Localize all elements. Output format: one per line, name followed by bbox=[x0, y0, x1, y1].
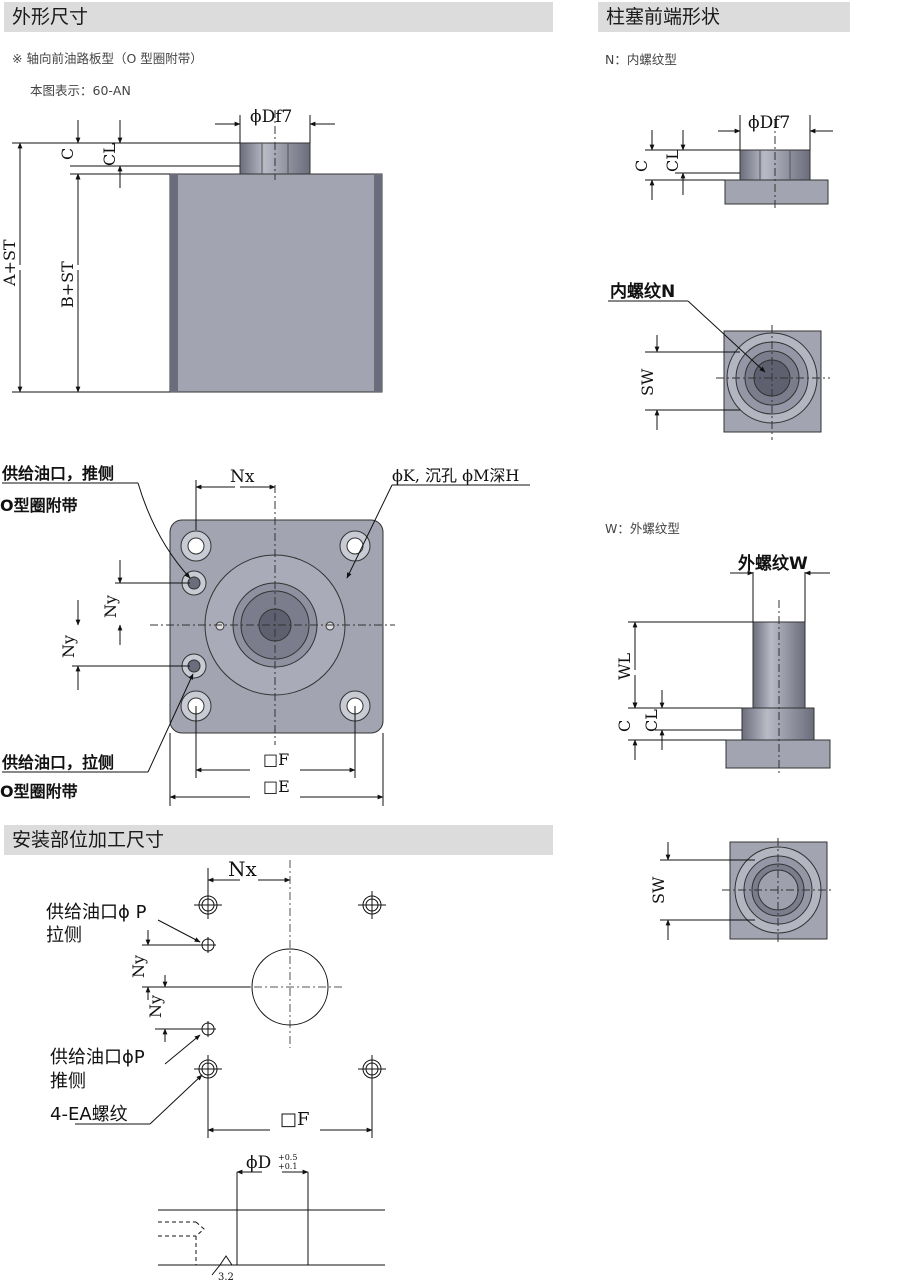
ea-thread-label: 4-EA螺纹 bbox=[50, 1104, 128, 1125]
n-type-note: N：内螺纹型 bbox=[605, 52, 677, 67]
ny-label-front-upper: Ny bbox=[101, 595, 120, 618]
wl-label: WL bbox=[615, 653, 634, 680]
n-type-side-view: ϕDf7 C CL bbox=[632, 113, 833, 210]
supply-push-label-2: O型圈附带 bbox=[0, 496, 78, 515]
mounting-view: Nx Ny Ny □F 供给油口ϕ P 拉侧 供给油口ϕP 推侧 4-EA螺纹 bbox=[46, 857, 386, 1138]
roughness-label: 3.2 bbox=[218, 1272, 234, 1283]
b-st-label: B+ST bbox=[58, 261, 77, 308]
cl-label: CL bbox=[100, 143, 119, 166]
tol-plus-label: +0.5 bbox=[278, 1153, 297, 1162]
port-p-push-label-2: 推侧 bbox=[50, 1071, 86, 1092]
w-type-side-view: 外螺纹W WL C CL bbox=[615, 553, 831, 775]
w-type-note: W：外螺纹型 bbox=[605, 521, 680, 536]
tol-minus-label: +0.1 bbox=[278, 1162, 297, 1171]
supply-push-label-1: 供给油口，推侧 bbox=[1, 464, 114, 483]
c-label-n: C bbox=[632, 160, 651, 172]
ny-label-front-lower: Ny bbox=[59, 635, 78, 658]
section-title-plunger-end: 柱塞前端形状 bbox=[598, 2, 850, 32]
ny-label-mount-lower: Ny bbox=[146, 995, 165, 1018]
n-type-front-view: SW 内螺纹N bbox=[608, 281, 830, 440]
port-p-push-label-1: 供给油口ϕP bbox=[50, 1047, 145, 1068]
cl-label-n: CL bbox=[663, 149, 682, 172]
phi-d-label: ϕD bbox=[246, 1153, 271, 1173]
sw-label-n: SW bbox=[638, 368, 657, 396]
f-label-mount: □F bbox=[280, 1109, 310, 1130]
port-p-pull-label-1: 供给油口ϕ P bbox=[46, 902, 147, 923]
c-label: C bbox=[58, 148, 77, 160]
supply-pull-label-2: O型圈附带 bbox=[0, 782, 78, 801]
e-label: □E bbox=[263, 777, 290, 796]
side-view: ϕDf7 C CL A+ST B+ST bbox=[0, 107, 383, 393]
w-type-front-view: SW bbox=[649, 838, 834, 945]
female-thread-label: 内螺纹N bbox=[610, 281, 675, 302]
port-p-pull-label-2: 拉侧 bbox=[46, 925, 82, 946]
c-label-w: C bbox=[615, 720, 634, 732]
section-view: ϕD +0.5 +0.1 3.2 bbox=[158, 1153, 385, 1283]
phi-df7-label-n: ϕDf7 bbox=[748, 113, 790, 133]
male-thread-label: 外螺纹W bbox=[738, 553, 808, 574]
cl-label-w: CL bbox=[642, 709, 661, 732]
nx-label-mount: Nx bbox=[228, 857, 258, 881]
ny-label-mount-upper: Ny bbox=[129, 955, 148, 978]
nx-label-front: Nx bbox=[230, 467, 255, 487]
a-st-label: A+ST bbox=[0, 239, 19, 287]
phi-df7-label: ϕDf7 bbox=[250, 107, 292, 127]
front-view: Nx Ny Ny □F □E ϕK, 沉孔 ϕM深H 供给油口，推侧 O型圈附带 bbox=[0, 464, 530, 806]
axial-port-note: ※ 轴向前油路板型（O 型圈附带） bbox=[12, 51, 203, 66]
f-label-front: □F bbox=[263, 750, 289, 769]
section-title-outline: 外形尺寸 bbox=[4, 2, 553, 32]
supply-pull-label-1: 供给油口，拉侧 bbox=[1, 753, 114, 772]
section-title-mounting: 安装部位加工尺寸 bbox=[4, 825, 553, 855]
k-m-h-label: ϕK, 沉孔 ϕM深H bbox=[392, 466, 519, 485]
shown-model-note: 本图表示：60-AN bbox=[30, 83, 131, 98]
sw-label-w: SW bbox=[649, 876, 668, 904]
